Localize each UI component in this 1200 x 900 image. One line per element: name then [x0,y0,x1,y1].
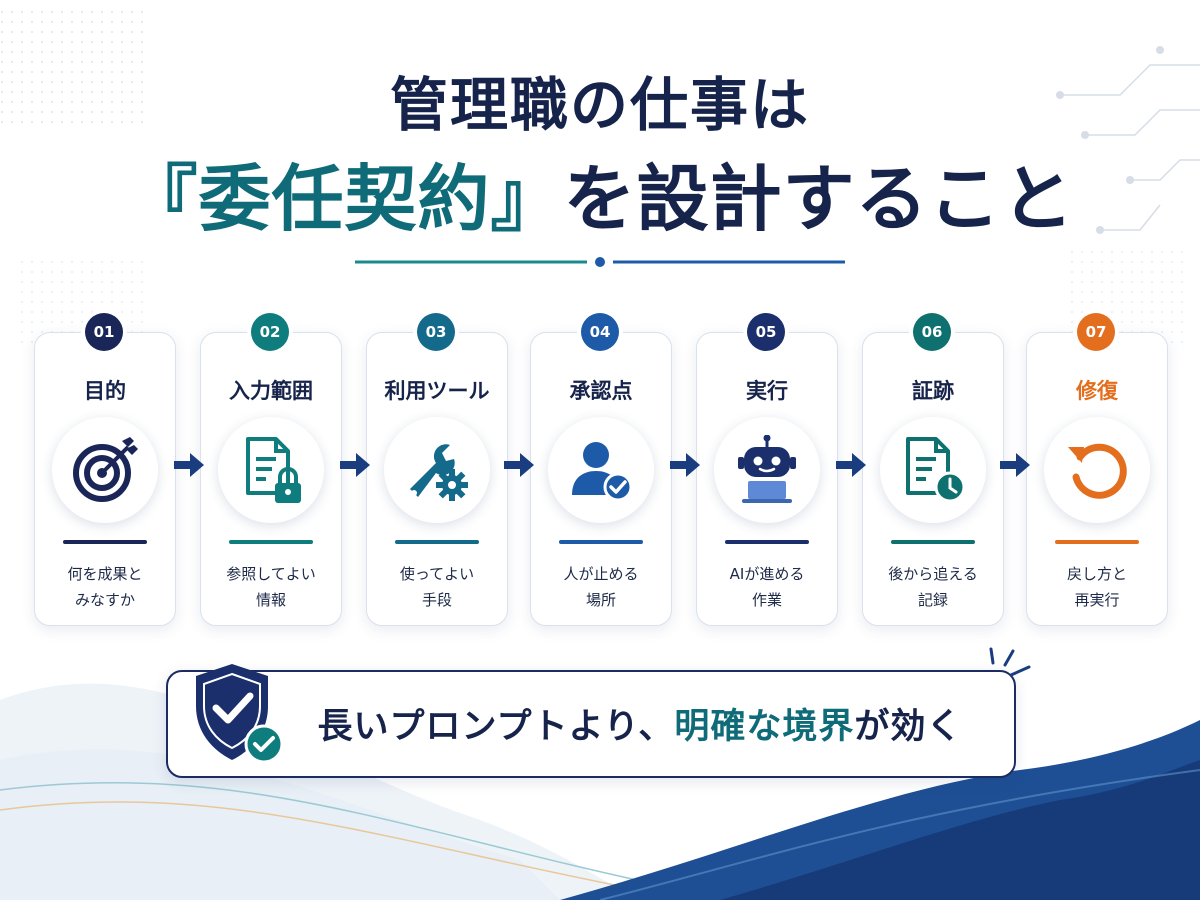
desc-line1: 使ってよい [399,565,475,583]
desc-line1: 人が止める [563,565,639,583]
desc-line2: 手段 [421,591,452,609]
accent-bar [725,540,809,544]
step-description: AIが進める 作業 [697,561,837,613]
arrow-right-icon [340,453,370,477]
wrench-gear-icon [410,444,468,501]
banner-text-after: が効く [854,707,963,747]
key-message-banner [166,670,1016,778]
desc-line1: AIが進める [729,565,805,583]
step-card-02: 入力範囲 参照してよい 情報 [200,332,342,626]
icon-holder [384,417,490,523]
step-description: 人が止める 場所 [531,561,671,613]
accent-bar [1055,540,1139,544]
desc-line1: 何を成果と [67,565,143,583]
step-title: 承認点 [569,379,633,403]
shield-check-icon [196,664,284,764]
step-card-01: 目的 何を成果と みなすか [34,332,176,626]
icon-holder [52,417,158,523]
icon-holder [714,417,820,523]
robot-icon [738,435,796,503]
step-number-03: 03 [417,313,455,351]
step-description: 何を成果と みなすか [35,561,175,613]
document-clock-icon [906,437,966,503]
title-divider [355,257,845,267]
desc-line1: 戻し方と [1066,565,1127,583]
banner-text-highlight: 明確な境界 [674,707,855,747]
step-title: 利用ツール [384,379,490,403]
arrow-right-icon [670,453,700,477]
step-title: 証跡 [912,379,954,403]
step-number-05: 05 [747,313,785,351]
step-card-06: 証跡 後から追える 記録 [862,332,1004,626]
page-title-line1: 管理職の仕事は [389,71,810,139]
desc-line2: 記録 [917,591,948,609]
icon-holder [1044,417,1150,523]
step-title: 修復 [1076,379,1118,403]
target-icon [73,437,138,502]
desc-line2: みなすか [74,591,135,609]
step-description: 使ってよい 手段 [367,561,507,613]
accent-bar [63,540,147,544]
step-title: 入力範囲 [229,379,313,403]
user-check-icon [572,442,633,502]
banner-text-before: 長いプロンプトより、 [317,707,675,747]
arrow-right-icon [836,453,866,477]
title-rest: を設計すること [563,157,1075,241]
step-number-02: 02 [251,313,289,351]
desc-line1: 後から追える [888,565,978,583]
step-number-04: 04 [581,313,619,351]
step-number-06: 06 [913,313,951,351]
banner-message: 長いプロンプトより、明確な境界が効く [290,698,990,749]
arrow-right-icon [1000,453,1030,477]
step-number-07: 07 [1077,313,1115,351]
title-accent: 『委任契約』 [125,157,564,241]
icon-holder [218,417,324,523]
emphasis-burst-icon [989,647,1031,677]
step-description: 参照してよい 情報 [201,561,341,613]
step-description: 後から追える 記録 [863,561,1003,613]
restore-icon [1068,443,1127,499]
accent-bar [229,540,313,544]
desc-line2: 再実行 [1074,591,1120,609]
step-card-03: 利用ツール [366,332,508,626]
step-title: 目的 [84,379,126,403]
icon-holder [880,417,986,523]
accent-bar [891,540,975,544]
arrow-right-icon [504,453,534,477]
desc-line2: 作業 [751,591,782,609]
icon-holder [548,417,654,523]
desc-line2: 場所 [585,591,616,609]
step-description: 戻し方と 再実行 [1027,561,1167,613]
step-title: 実行 [746,379,788,403]
desc-line1: 参照してよい [226,565,316,583]
step-card-07: 修復 戻し方と 再実行 [1026,332,1168,626]
step-card-05: 実行 AIが進める 作業 [696,332,838,626]
desc-line2: 情報 [255,591,286,609]
step-card-04: 承認点 人が止める 場所 [530,332,672,626]
page-title-line2: 『委任契約』を設計すること [0,140,1200,245]
step-number-01: 01 [85,313,123,351]
accent-bar [395,540,479,544]
document-lock-icon [246,437,301,503]
arrow-right-icon [174,453,204,477]
accent-bar [559,540,643,544]
